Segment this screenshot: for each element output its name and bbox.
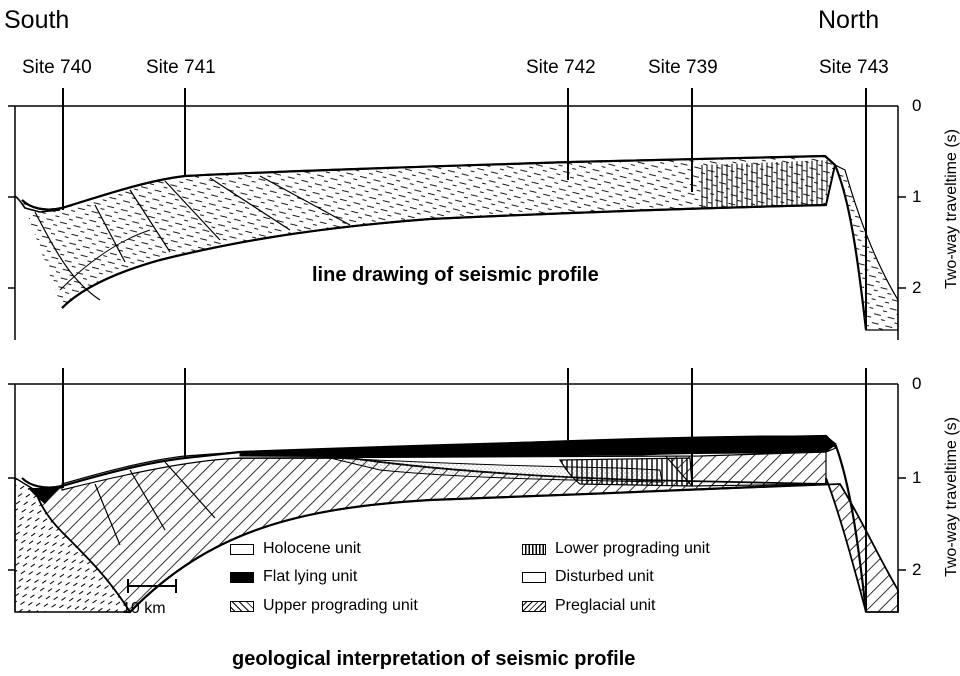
legend-item-upper-prograding: Upper prograding unit — [230, 597, 418, 615]
legend-item-lower-prograding: Lower prograding unit — [522, 540, 710, 558]
top-panel-caption: line drawing of seismic profile — [312, 264, 599, 287]
legend-label: Holocene unit — [263, 540, 361, 558]
legend-item-disturbed: Disturbed unit — [522, 568, 654, 586]
legend-label: Preglacial unit — [555, 597, 656, 615]
holocene-swatch — [230, 544, 254, 555]
legend-label: Upper prograding unit — [263, 597, 418, 615]
legend-label: Disturbed unit — [555, 568, 654, 586]
bottom-panel — [8, 368, 906, 612]
legend-item-holocene: Holocene unit — [230, 540, 361, 558]
bottom-panel-caption: geological interpretation of seismic pro… — [232, 648, 635, 671]
site-743-label: Site 743 — [819, 57, 889, 79]
top-tick-1: 1 — [912, 187, 921, 207]
bottom-tick-1: 1 — [912, 468, 921, 488]
bottom-tick-2: 2 — [912, 560, 921, 580]
scale-bar-label: 10 km — [122, 600, 166, 618]
site-741-label: Site 741 — [146, 57, 216, 79]
legend-item-flat-lying: Flat lying unit — [230, 568, 357, 586]
legend-label: Flat lying unit — [263, 568, 357, 586]
top-axis-title: Two-way traveltime (s) — [943, 119, 960, 299]
top-tick-0: 0 — [912, 96, 921, 116]
bottom-tick-0: 0 — [912, 374, 921, 394]
legend-item-preglacial: Preglacial unit — [522, 597, 656, 615]
legend-label: Lower prograding unit — [555, 540, 710, 558]
top-tick-2: 2 — [912, 278, 921, 298]
site-739-label: Site 739 — [648, 57, 718, 79]
lower-prograding-swatch — [522, 544, 546, 555]
site-740-label: Site 740 — [22, 57, 92, 79]
north-label: North — [818, 6, 879, 35]
disturbed-swatch — [522, 572, 546, 583]
flat-lying-swatch — [230, 572, 254, 583]
bottom-axis-title: Two-way traveltime (s) — [943, 407, 960, 587]
site-742-label: Site 742 — [526, 57, 596, 79]
upper-prograding-swatch — [230, 601, 254, 612]
top-panel — [8, 88, 906, 340]
preglacial-swatch — [522, 601, 546, 612]
south-label: South — [4, 6, 69, 35]
